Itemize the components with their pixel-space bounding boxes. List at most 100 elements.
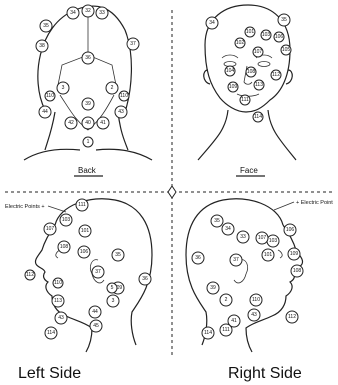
right-side-point-35: 35 <box>211 215 223 227</box>
left-side-point-35: 35 <box>112 249 124 261</box>
right-side-point-39: 39 <box>207 282 219 294</box>
face-point-101: 101 <box>245 27 255 37</box>
left-side-point-label: 37 <box>95 269 101 275</box>
back-point-label: 32 <box>85 8 91 14</box>
right-side-point-label: 39 <box>210 285 216 291</box>
back-point-label: 35 <box>43 23 49 29</box>
right-side-point-103: 103 <box>267 235 279 247</box>
right-side-point-37: 37 <box>230 254 242 266</box>
right-side-point-114: 114 <box>202 327 214 339</box>
left-side-point-103: 103 <box>60 214 72 226</box>
left-side-point-label: 3 <box>112 298 115 304</box>
left-side-point-label: 106 <box>80 249 89 255</box>
left-side-point-3: 3 <box>107 295 119 307</box>
left-side-point-101: 101 <box>79 225 91 237</box>
right-side-point-43: 43 <box>248 309 260 321</box>
left-side-point-label: 112 <box>26 272 34 278</box>
left-side-point-label: 5 <box>111 285 114 291</box>
left-side-point-37: 37 <box>92 266 104 278</box>
back-point-37: 37 <box>127 38 139 50</box>
right-side-point-101: 101 <box>262 249 274 261</box>
left-side-point-label: 43 <box>58 315 64 321</box>
right-side-point-label: 106 <box>286 227 295 233</box>
right-side-point-36: 36 <box>192 252 204 264</box>
back-point-44: 44 <box>39 106 51 118</box>
back-point-label: 40 <box>85 120 91 126</box>
right-side-point-label: 111 <box>222 327 230 333</box>
left-side-point-114: 114 <box>45 327 57 339</box>
face-point-label: 105 <box>282 47 291 53</box>
face-point-111: 111 <box>240 95 250 105</box>
right-side-point-label: 103 <box>269 238 278 244</box>
left-side-caption: Left Side <box>18 365 81 382</box>
right-side-point-label: 33 <box>240 234 246 240</box>
left-side-point-label: 114 <box>47 330 55 336</box>
face-point-105: 105 <box>281 45 291 55</box>
face-point-label: 102 <box>236 40 245 46</box>
back-point-label: 34 <box>70 10 76 16</box>
face-point-label: 109 <box>229 84 238 90</box>
right-side-point-label: 109 <box>290 251 299 257</box>
left-side-point-108: 108 <box>58 241 70 253</box>
back-point-label: 2 <box>111 85 114 91</box>
back-point-label: 38 <box>39 43 45 49</box>
back-point-35: 35 <box>40 20 52 32</box>
left-side-point-44: 44 <box>89 306 101 318</box>
right-side-point-label: 35 <box>214 218 220 224</box>
face-point-104: 104 <box>225 66 235 76</box>
right-side-point-33: 33 <box>237 231 249 243</box>
right-side-point-label: 108 <box>293 268 302 274</box>
back-point-43: 43 <box>115 106 127 118</box>
face-point-108: 108 <box>246 67 256 77</box>
back-point-110: 110 <box>119 91 129 101</box>
left-side-point-label: 113 <box>54 298 62 304</box>
right-side-point-108: 108 <box>291 265 303 277</box>
back-point-label: 1 <box>87 139 90 145</box>
right-side-point-107: 107 <box>256 232 268 244</box>
face-point-label: 108 <box>247 69 256 75</box>
left-side-point-label: 107 <box>46 226 55 232</box>
back-point-label: 39 <box>85 101 91 107</box>
right-side-point-110: 110 <box>250 294 262 306</box>
left-side-point-5: 5 <box>107 283 117 293</box>
face-point-label: 104 <box>226 68 235 74</box>
left-side-point-107: 107 <box>44 223 56 235</box>
right-side-point-label: 107 <box>258 235 267 241</box>
right-side-point-label: 36 <box>195 255 201 261</box>
right-side-point-label: 110 <box>252 297 260 303</box>
face-caption-group: Face <box>236 166 265 176</box>
back-caption-group: Back <box>74 166 103 176</box>
back-point-label: 41 <box>100 120 106 126</box>
face-point-label: 101 <box>246 29 255 35</box>
back-point-41: 41 <box>97 117 109 129</box>
face-point-113: 113 <box>254 80 264 90</box>
face-points: 3435101103106102105107104108112113109111… <box>206 14 291 122</box>
back-caption: Back <box>78 166 97 175</box>
left-side-point-112: 112 <box>25 270 35 280</box>
back-point-label: 110 <box>46 93 54 99</box>
face-point-label: 107 <box>254 49 263 55</box>
left-side-point-label: 103 <box>62 217 71 223</box>
face-point-107: 107 <box>253 47 263 57</box>
left-side-point-36: 36 <box>139 273 151 285</box>
back-point-42: 42 <box>65 117 77 129</box>
right-electric-label-group: + Electric Point <box>274 200 333 210</box>
back-point-label: 42 <box>68 120 74 126</box>
right-side-point-109: 109 <box>288 248 300 260</box>
left-side-point-43: 43 <box>55 312 67 324</box>
left-side-point-label: 101 <box>81 228 90 234</box>
left-side-point-106: 106 <box>78 246 90 258</box>
face-point-112: 112 <box>271 70 281 80</box>
back-point-110: 110 <box>45 91 55 101</box>
right-side-point-2: 2 <box>220 294 232 306</box>
back-point-label: 37 <box>130 41 136 47</box>
back-point-40: 40 <box>82 117 94 129</box>
back-point-3: 3 <box>57 82 69 94</box>
right-side-point-label: 101 <box>264 252 273 258</box>
right-side-point-106: 106 <box>284 224 296 236</box>
back-point-label: 44 <box>42 109 48 115</box>
face-point-35: 35 <box>278 14 290 26</box>
right-side-point-label: 41 <box>231 318 237 324</box>
